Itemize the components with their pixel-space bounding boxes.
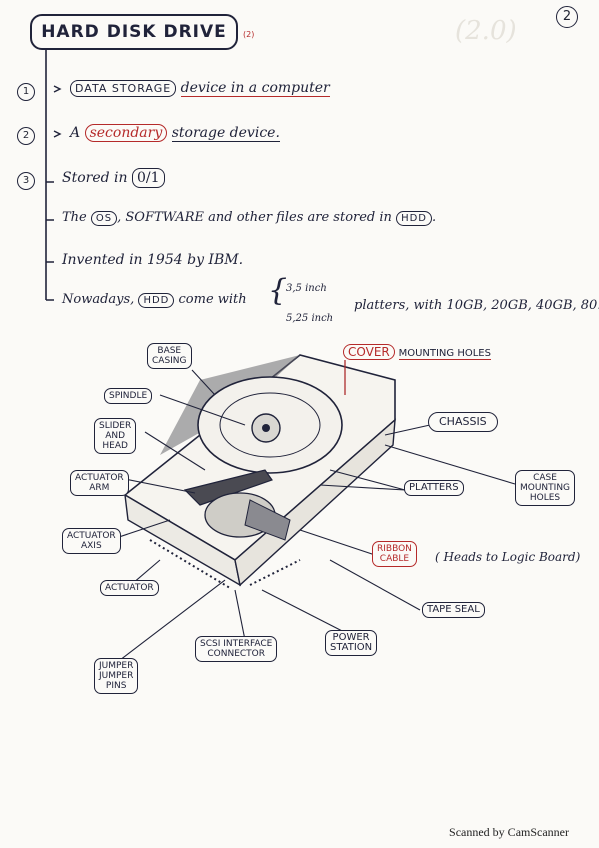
size-3-5: 3,5 inch [286, 283, 327, 294]
scanner-footer: Scanned by CamScanner [449, 825, 569, 839]
point-2-marker: 2 [17, 127, 35, 145]
label-power-station: POWER STATION [325, 630, 378, 656]
os-line: The OS, SOFTWARE and other files are sto… [62, 210, 437, 226]
nowadays-line: Nowadays, HDD come with [62, 292, 247, 308]
nowadays-boxed: HDD [138, 293, 175, 308]
point-1-line: DATA STORAGE device in a computer [70, 80, 330, 97]
os-boxed-hdd: HDD [396, 211, 432, 226]
label-jumper: JUMPER JUMPER PINS [94, 658, 139, 694]
nowadays-prefix: Nowadays, [62, 292, 135, 307]
label-ribbon-cable: RIBBON CABLE [372, 541, 417, 567]
label-cover-group: COVER MOUNTING HOLES [343, 344, 491, 360]
label-actuator-arm: ACTUATOR ARM [70, 470, 129, 496]
os-end: . [431, 210, 437, 225]
label-base-casing: BASE CASING [147, 343, 192, 369]
label-ribbon-note: ( Heads to Logic Board) [435, 550, 581, 564]
label-actuator-axis: ACTUATOR AXIS [62, 528, 121, 554]
hdd-diagram [109, 354, 516, 661]
label-chassis: CHASSIS [428, 412, 498, 432]
label-platters: PLATTERS [404, 480, 464, 496]
point-2-prefix: A [70, 125, 81, 141]
os-prefix: The [62, 210, 87, 225]
outline-lines [45, 48, 62, 301]
point-2-boxed: secondary [84, 124, 168, 142]
label-tape-seal: TAPE SEAL [422, 602, 485, 618]
nowadays-end: platters, with 10GB, 20GB, 40GB, 80... [354, 298, 599, 313]
label-actuator: ACTUATOR [100, 580, 159, 596]
point-3-prefix: Stored in [62, 170, 128, 186]
faint-corner-note: (2.0) [455, 16, 517, 46]
label-case-mounting: CASE MOUNTING HOLES [515, 470, 576, 506]
point-3-boxed: 0/1 [131, 168, 165, 188]
curly-brace: { [268, 273, 288, 308]
point-1-boxed: DATA STORAGE [70, 80, 177, 97]
point-1-text: device in a computer [180, 80, 330, 97]
nowadays-middle: come with [178, 292, 247, 307]
point-1-marker: 1 [17, 83, 35, 101]
point-2-text: storage device. [171, 125, 280, 142]
label-mounting-holes: MOUNTING HOLES [398, 348, 491, 360]
size-5-25: 5,25 inch [286, 313, 334, 324]
label-cover: COVER [343, 344, 395, 360]
label-scsi: SCSI INTERFACE CONNECTOR [195, 636, 278, 662]
os-boxed: OS [90, 211, 118, 226]
label-slider-head: SLIDER AND HEAD [94, 418, 137, 454]
point-3-line: Stored in 0/1 [62, 168, 165, 188]
label-spindle: SPINDLE [104, 388, 153, 404]
page-title: HARD DISK DRIVE [30, 14, 238, 50]
os-middle: , SOFTWARE and other files are stored in [117, 210, 392, 225]
invented-line: Invented in 1954 by IBM. [62, 252, 244, 268]
point-3-marker: 3 [17, 172, 35, 190]
title-note: (2) [243, 30, 255, 39]
page-number: 2 [556, 6, 578, 28]
point-2-line: A secondary storage device. [70, 124, 280, 142]
